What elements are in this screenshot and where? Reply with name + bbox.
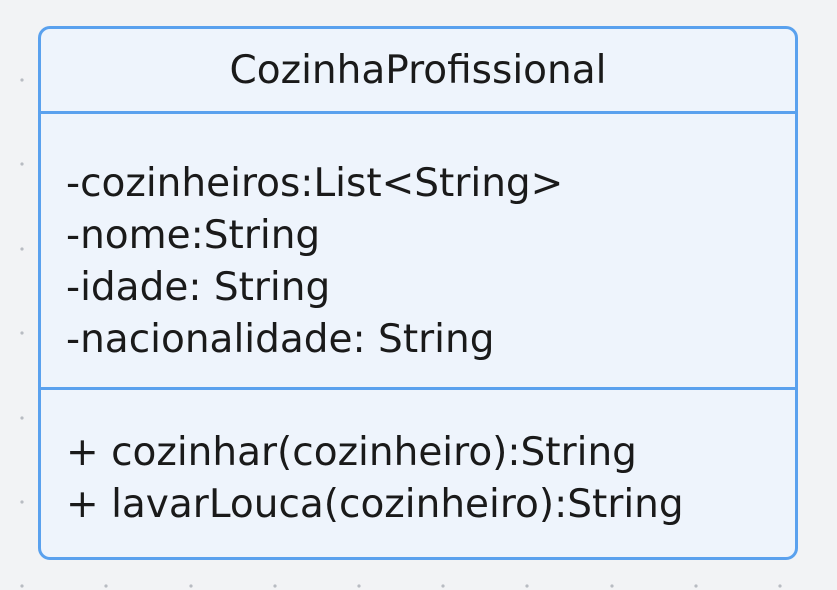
attribute-item: -nome:String xyxy=(66,213,321,258)
attribute-item: -cozinheiros:List<String> xyxy=(66,161,564,206)
uml-class-box[interactable]: CozinhaProfissional -cozinheiros:List<St… xyxy=(38,26,798,560)
class-name: CozinhaProfissional xyxy=(229,47,607,93)
methods-compartment: + cozinhar(cozinheiro):String + lavarLou… xyxy=(41,390,795,531)
attributes-compartment: -cozinheiros:List<String> -nome:String -… xyxy=(41,114,795,390)
method-item: + lavarLouca(cozinheiro):String xyxy=(66,482,684,527)
attribute-item: -nacionalidade: String xyxy=(66,317,495,362)
method-item: + cozinhar(cozinheiro):String xyxy=(66,430,637,475)
class-header: CozinhaProfissional xyxy=(41,29,795,114)
attribute-item: -idade: String xyxy=(66,265,331,310)
